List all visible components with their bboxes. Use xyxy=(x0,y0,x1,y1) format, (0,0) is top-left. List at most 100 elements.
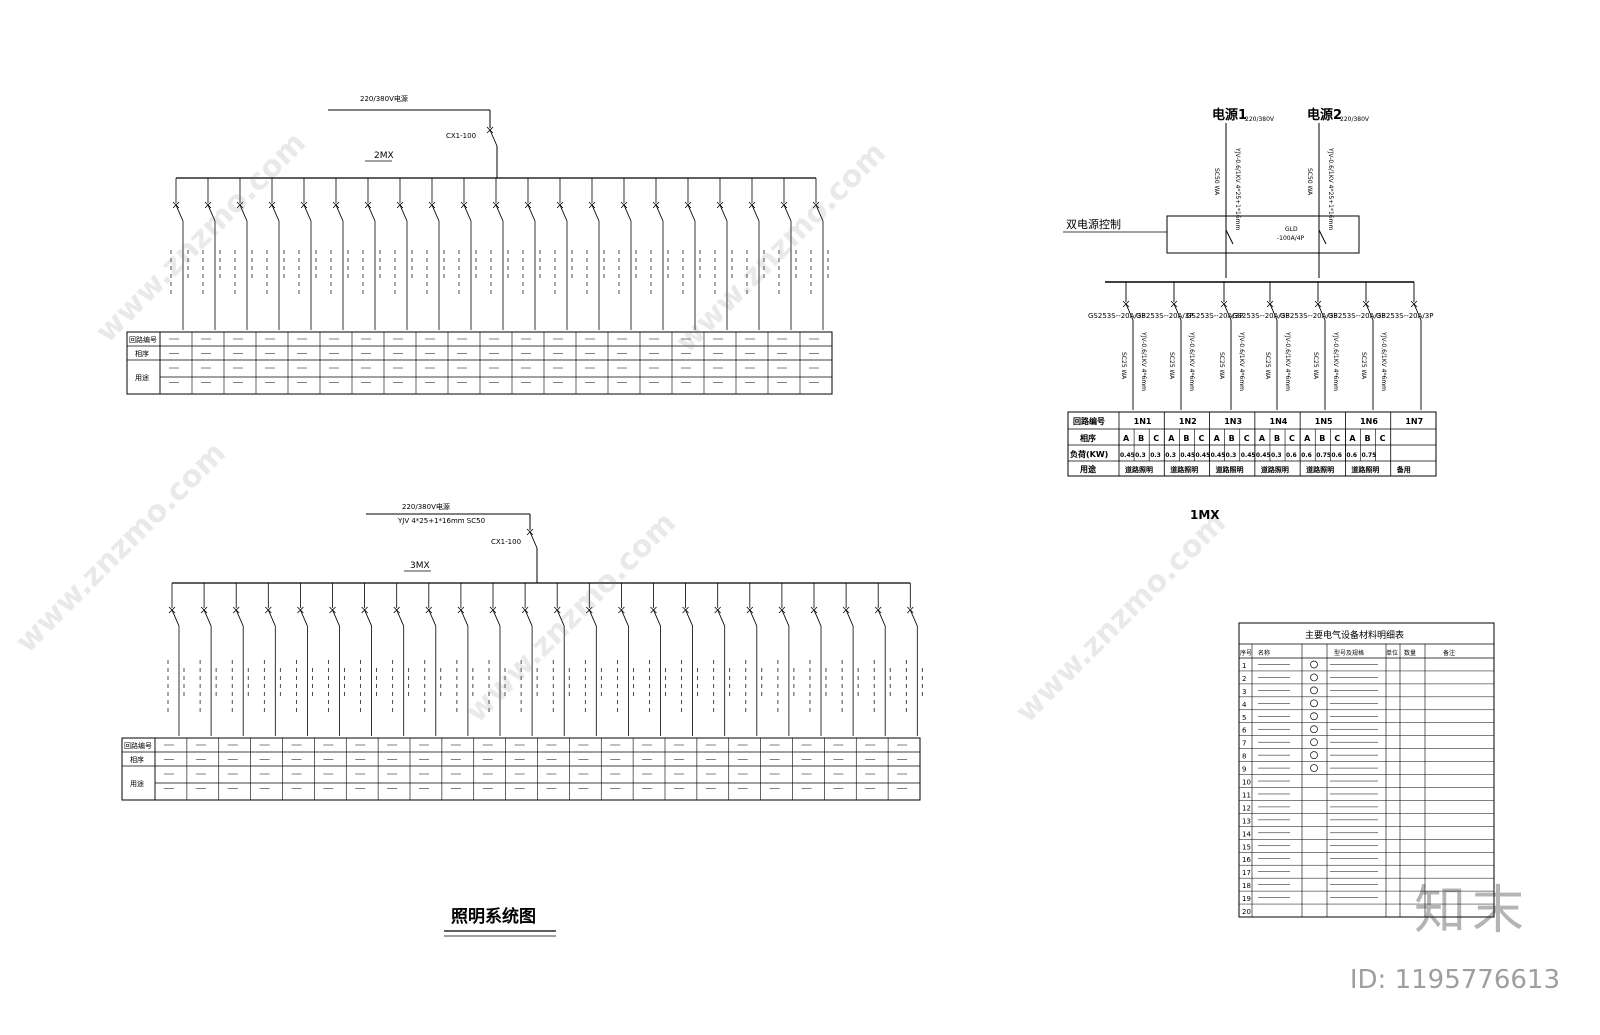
legend-header-note: 备注 xyxy=(1443,649,1455,657)
panel-1mx-label: 1MX xyxy=(1190,508,1220,522)
legend-row-number: 3 xyxy=(1242,688,1246,696)
panel-1mx-breaker-blade xyxy=(1223,303,1232,321)
table-1mx-load: 0.3 xyxy=(1165,452,1176,459)
panel-2mx-feeder-text: 220/380V电源 xyxy=(360,94,408,103)
panel-2mx-breaker-blade xyxy=(271,204,280,222)
panel-1mx-breaker-label: GS253S--20A/3P xyxy=(1088,312,1145,320)
panel-1mx-breaker-blade xyxy=(1269,303,1278,321)
table-1mx-load: 0.45 xyxy=(1256,452,1271,459)
panel-3mx-breaker-blade xyxy=(556,609,565,627)
panel-3mx-breaker-text: CX1-100 xyxy=(491,538,521,546)
table-1mx-circuit-id: 1N2 xyxy=(1179,417,1197,426)
panel-1mx-circuits: GS253S--20A/3P YJV-0.6/1KV 4*6mm SC25 WA GS… xyxy=(1088,216,1433,410)
panel-2mx-breaker-blade xyxy=(719,204,728,222)
panel-3mx-main-breaker-blade xyxy=(529,531,538,549)
table-1mx-phase: C xyxy=(1244,434,1250,443)
drawing-title: 照明系统图 xyxy=(451,906,536,927)
legend-row-number: 4 xyxy=(1242,701,1247,709)
legend-row-number: 16 xyxy=(1242,856,1251,864)
panel-3mx-feeder-text: 220/380V电源 xyxy=(402,502,450,511)
panel-1mx-breaker-blade xyxy=(1125,303,1134,321)
panel-3mx-breaker-blade xyxy=(524,609,533,627)
table-1mx-load: 0.6 xyxy=(1286,452,1297,459)
drawing-title-block: 照明系统图 xyxy=(444,906,556,937)
table-1mx-circuit-id: 1N6 xyxy=(1360,417,1378,426)
panel-1mx-table: 回路编号 相序 负荷(KW) 用途 1N1道路照明1N2道路照明1N3道路照明1… xyxy=(1067,411,1437,477)
table-1mx-load: 0.6 xyxy=(1346,452,1357,459)
panel-1mx-branch-conduit-label: SC25 WA xyxy=(1312,352,1319,380)
table-1mx-phase: B xyxy=(1365,434,1371,443)
legend-symbol-icon xyxy=(1310,660,1318,669)
panel-3mx-breaker-blade xyxy=(909,609,918,627)
table-1mx-load: 0.3 xyxy=(1226,452,1237,459)
table-1mx-phase: A xyxy=(1259,434,1266,443)
table-1mx-phase: A xyxy=(1304,434,1311,443)
feeder2-conduit: SC50 WA xyxy=(1306,168,1313,196)
panel-1mx-breaker-blade xyxy=(1365,303,1374,321)
table-1mx-phase: A xyxy=(1123,434,1130,443)
source2-label: 电源2 xyxy=(1307,107,1342,123)
source2-voltage: 220/380V xyxy=(1340,116,1370,123)
ats-switch xyxy=(1225,229,1234,245)
panel-1mx-breaker-label: GS253S--20A/3P xyxy=(1280,312,1337,320)
legend-symbol-icon xyxy=(1310,686,1318,695)
panel-3mx-circuits xyxy=(167,514,923,736)
table-1mx-header-phase: 相序 xyxy=(1080,433,1096,443)
panel-3mx-breaker-blade xyxy=(813,609,822,627)
panel-2mx-breaker-blade xyxy=(207,204,216,222)
panel-2mx-breaker-blade xyxy=(783,204,792,222)
legend-symbol-icon xyxy=(1310,725,1318,734)
panel-2mx-breaker-blade xyxy=(591,204,600,222)
panel-3mx-breaker-blade xyxy=(460,609,469,627)
panel-3mx-breaker-blade xyxy=(492,609,501,627)
table-1mx-phase: A xyxy=(1168,434,1175,443)
panel-1mx: 电源1 220/380V 电源2 220/380V YJV-0.6/1KV 4*… xyxy=(1063,107,1437,522)
panel-3mx: 220/380V电源 YJV 4*25+1*16mm SC50 CX1-100 … xyxy=(121,502,923,801)
table-1mx-phase: C xyxy=(1198,434,1204,443)
panel-3mx-label: 3MX xyxy=(410,561,430,571)
table-1mx-use: 备用 xyxy=(1396,465,1411,474)
legend-symbol-icon xyxy=(1310,712,1318,721)
legend-symbol-icon xyxy=(1310,764,1318,772)
panel-3mx-breaker-blade xyxy=(235,609,244,627)
legend-symbol-icon xyxy=(1310,751,1318,759)
feeder1-cable: YJV-0.6/1KV 4*25+1*16mm xyxy=(1234,147,1241,230)
ats-rating: -100A/4P xyxy=(1277,235,1305,242)
table-1mx-load: 0.45 xyxy=(1211,452,1226,459)
source1-label: 电源1 xyxy=(1212,107,1247,123)
legend-row-number: 9 xyxy=(1242,766,1246,774)
table-1mx-load: 0.45 xyxy=(1195,452,1210,459)
table-1mx-circuit-id: 1N7 xyxy=(1405,417,1423,426)
legend-table: 主要电气设备材料明细表 1234567891011121314151617181… xyxy=(1238,622,1495,918)
panel-3mx-breaker-blade xyxy=(396,609,405,627)
legend-row-number: 19 xyxy=(1242,895,1251,903)
table-1mx-load: 0.45 xyxy=(1180,452,1195,459)
legend-header-unit: 单位 xyxy=(1386,649,1398,657)
legend-row-number: 12 xyxy=(1242,804,1251,812)
panel-3mx-breaker-blade xyxy=(653,609,661,627)
table-1mx-phase: B xyxy=(1183,434,1189,443)
panel-2mx-label: 2MX xyxy=(374,151,394,161)
panel-3mx-breaker-blade xyxy=(717,609,726,627)
panel-1mx-breaker-blade xyxy=(1317,303,1326,321)
image-id-label: ID: 1195776613 xyxy=(1349,965,1560,995)
panel-3mx-row-header-use: 用途 xyxy=(130,779,144,788)
panel-1mx-branch-cable-label: YJV-0.6/1KV 4*6mm xyxy=(1284,331,1291,391)
panel-2mx-breaker-blade xyxy=(335,204,344,222)
legend-row-number: 18 xyxy=(1242,882,1251,890)
panel-3mx-breaker-blade xyxy=(171,609,180,627)
panel-1mx-branch-cable-label: YJV-0.6/1KV 4*6mm xyxy=(1188,331,1195,391)
panel-1mx-breaker-label: GS253S--20A/3P xyxy=(1328,312,1385,320)
panel-1mx-breaker-label: GS253S--20A/3P xyxy=(1232,312,1289,320)
legend-symbol-icon xyxy=(1310,673,1318,682)
ats-name: GLD xyxy=(1285,226,1298,233)
panel-3mx-row-header-circuit: 回路编号 xyxy=(124,741,152,750)
panel-2mx-breaker-blade xyxy=(623,204,632,222)
table-1mx-circuit-id: 1N4 xyxy=(1270,417,1288,426)
legend-row-number: 14 xyxy=(1242,830,1251,838)
table-1mx-phase: A xyxy=(1214,434,1221,443)
legend-symbol-icon xyxy=(1310,699,1318,708)
legend-row-number: 2 xyxy=(1242,675,1246,683)
panel-2mx-breaker-blade xyxy=(303,204,312,222)
panel-2mx: 220/380V电源 CX1-100 2MX 回路编号 相序 用途 xyxy=(126,94,833,395)
